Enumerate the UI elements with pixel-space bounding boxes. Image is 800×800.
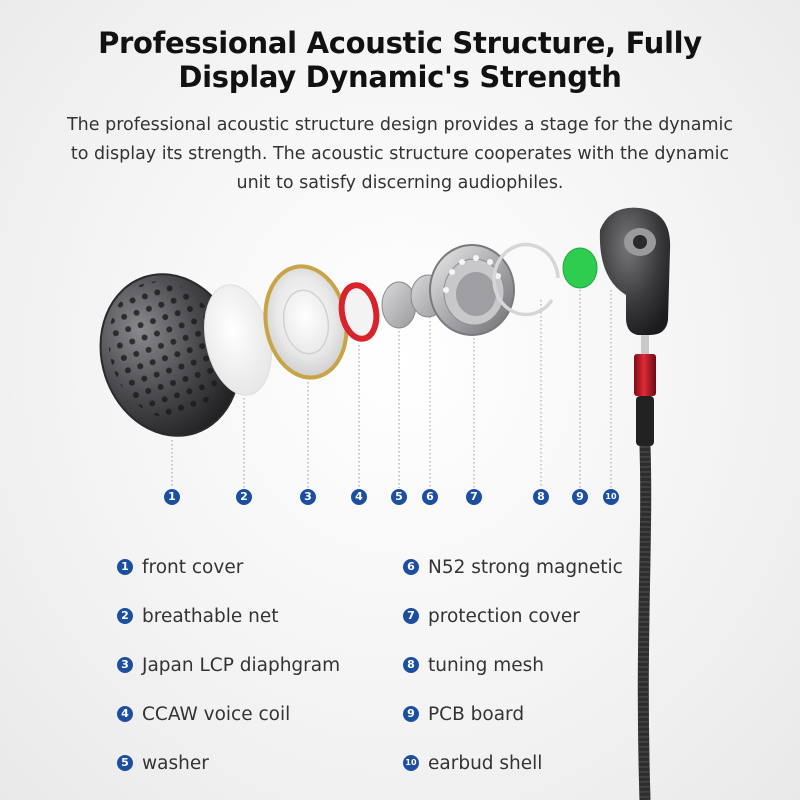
diaphragm-part [263,264,349,380]
voice-coil-part [338,282,380,342]
legend-item-voice-coil: 4 CCAW voice coil [117,702,290,726]
callout-4: 4 [351,489,367,505]
legend-badge: 7 [403,608,419,624]
title-line-1: Professional Acoustic Structure, Fully [98,26,702,60]
legend-badge: 3 [117,657,133,673]
front-cover-part [99,273,241,437]
leader-lines [171,282,612,488]
legend-item-tuning-mesh: 8 tuning mesh [403,653,544,677]
legend-label: front cover [142,556,244,578]
legend-label: tuning mesh [428,654,544,676]
legend-label: protection cover [428,605,580,627]
legend-badge: 9 [403,706,419,722]
pcb-board-part [562,247,598,289]
legend-item-lcp-diaphragm: 3 Japan LCP diaphgram [117,653,340,677]
legend-badge: 8 [403,657,419,673]
callout-9: 9 [572,489,588,505]
callout-5: 5 [391,489,407,505]
legend-item-earbud-shell: 10 earbud shell [403,751,542,775]
legend-badge: 2 [117,608,133,624]
legend-label: PCB board [428,703,525,725]
earbud-shell-part [599,207,671,800]
legend-item-washer: 5 washer [117,751,209,775]
protection-cover-part [429,244,515,336]
legend-item-breathable-net: 2 breathable net [117,604,278,628]
legend-badge: 4 [117,706,133,722]
legend-badge: 10 [403,755,419,771]
callout-10: 10 [603,489,619,505]
legend-item-front-cover: 1 front cover [117,555,243,579]
legend-item-protection-cover: 7 protection cover [403,604,580,628]
legend-label: Japan LCP diaphgram [142,654,341,676]
description-text: The professional acoustic structure desi… [66,115,734,193]
legend-badge: 1 [117,559,133,575]
legend-badge: 5 [117,755,133,771]
legend-item-pcb-board: 9 PCB board [403,702,524,726]
tuning-mesh-part [492,242,560,317]
callout-7: 7 [466,489,482,505]
legend-label: earbud shell [428,752,543,774]
callout-6: 6 [422,489,438,505]
callout-1: 1 [164,489,180,505]
title-line-2: Display Dynamic's Strength [178,60,622,94]
legend-label: breathable net [142,605,279,627]
callout-2: 2 [236,489,252,505]
legend-item-magnet: 6 N52 strong magnetic [403,555,623,579]
callout-8: 8 [533,489,549,505]
washer-part [381,281,417,329]
page-title: Professional Acoustic Structure, Fully D… [0,26,800,94]
legend-label: CCAW voice coil [142,703,291,725]
legend-label: N52 strong magnetic [428,556,623,578]
legend-badge: 6 [403,559,419,575]
legend-label: washer [142,752,209,774]
callout-3: 3 [300,489,316,505]
